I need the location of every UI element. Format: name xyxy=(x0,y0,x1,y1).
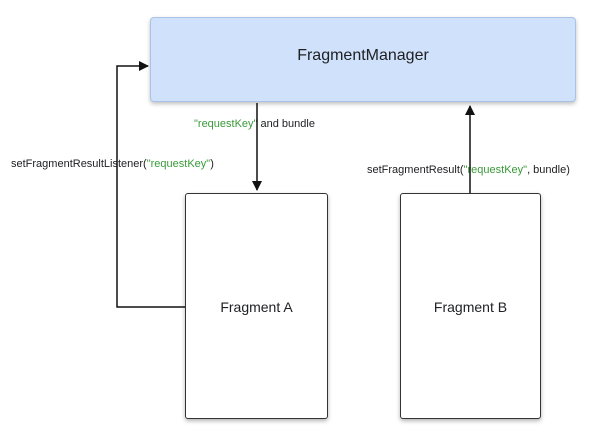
bundle-label: "requestKey" and bundle xyxy=(194,118,315,131)
listener-connector xyxy=(116,61,185,308)
listener-label-key: "requestKey" xyxy=(146,158,211,170)
bundle-label-key: "requestKey" xyxy=(194,118,258,130)
listener-label-prefix: setFragmentResultListener( xyxy=(11,158,147,170)
fragment-b-box: Fragment B xyxy=(400,193,541,419)
listener-label-suffix: ) xyxy=(210,158,214,170)
bundle-label-rest: and bundle xyxy=(257,118,315,130)
fragment-b-title: Fragment B xyxy=(433,299,508,315)
result-label: setFragmentResult("requestKey", bundle) xyxy=(367,164,570,177)
fragment-manager-title: FragmentManager xyxy=(297,46,429,64)
fragment-a-box: Fragment A xyxy=(185,193,328,419)
result-label-suffix: , bundle) xyxy=(527,164,570,176)
fragment-a-title: Fragment A xyxy=(220,299,293,315)
result-label-prefix: setFragmentResult( xyxy=(367,164,464,176)
listener-label: setFragmentResultListener("requestKey") xyxy=(11,158,214,171)
fragment-manager-box: FragmentManager xyxy=(150,17,576,102)
result-label-key: "requestKey" xyxy=(463,164,528,176)
